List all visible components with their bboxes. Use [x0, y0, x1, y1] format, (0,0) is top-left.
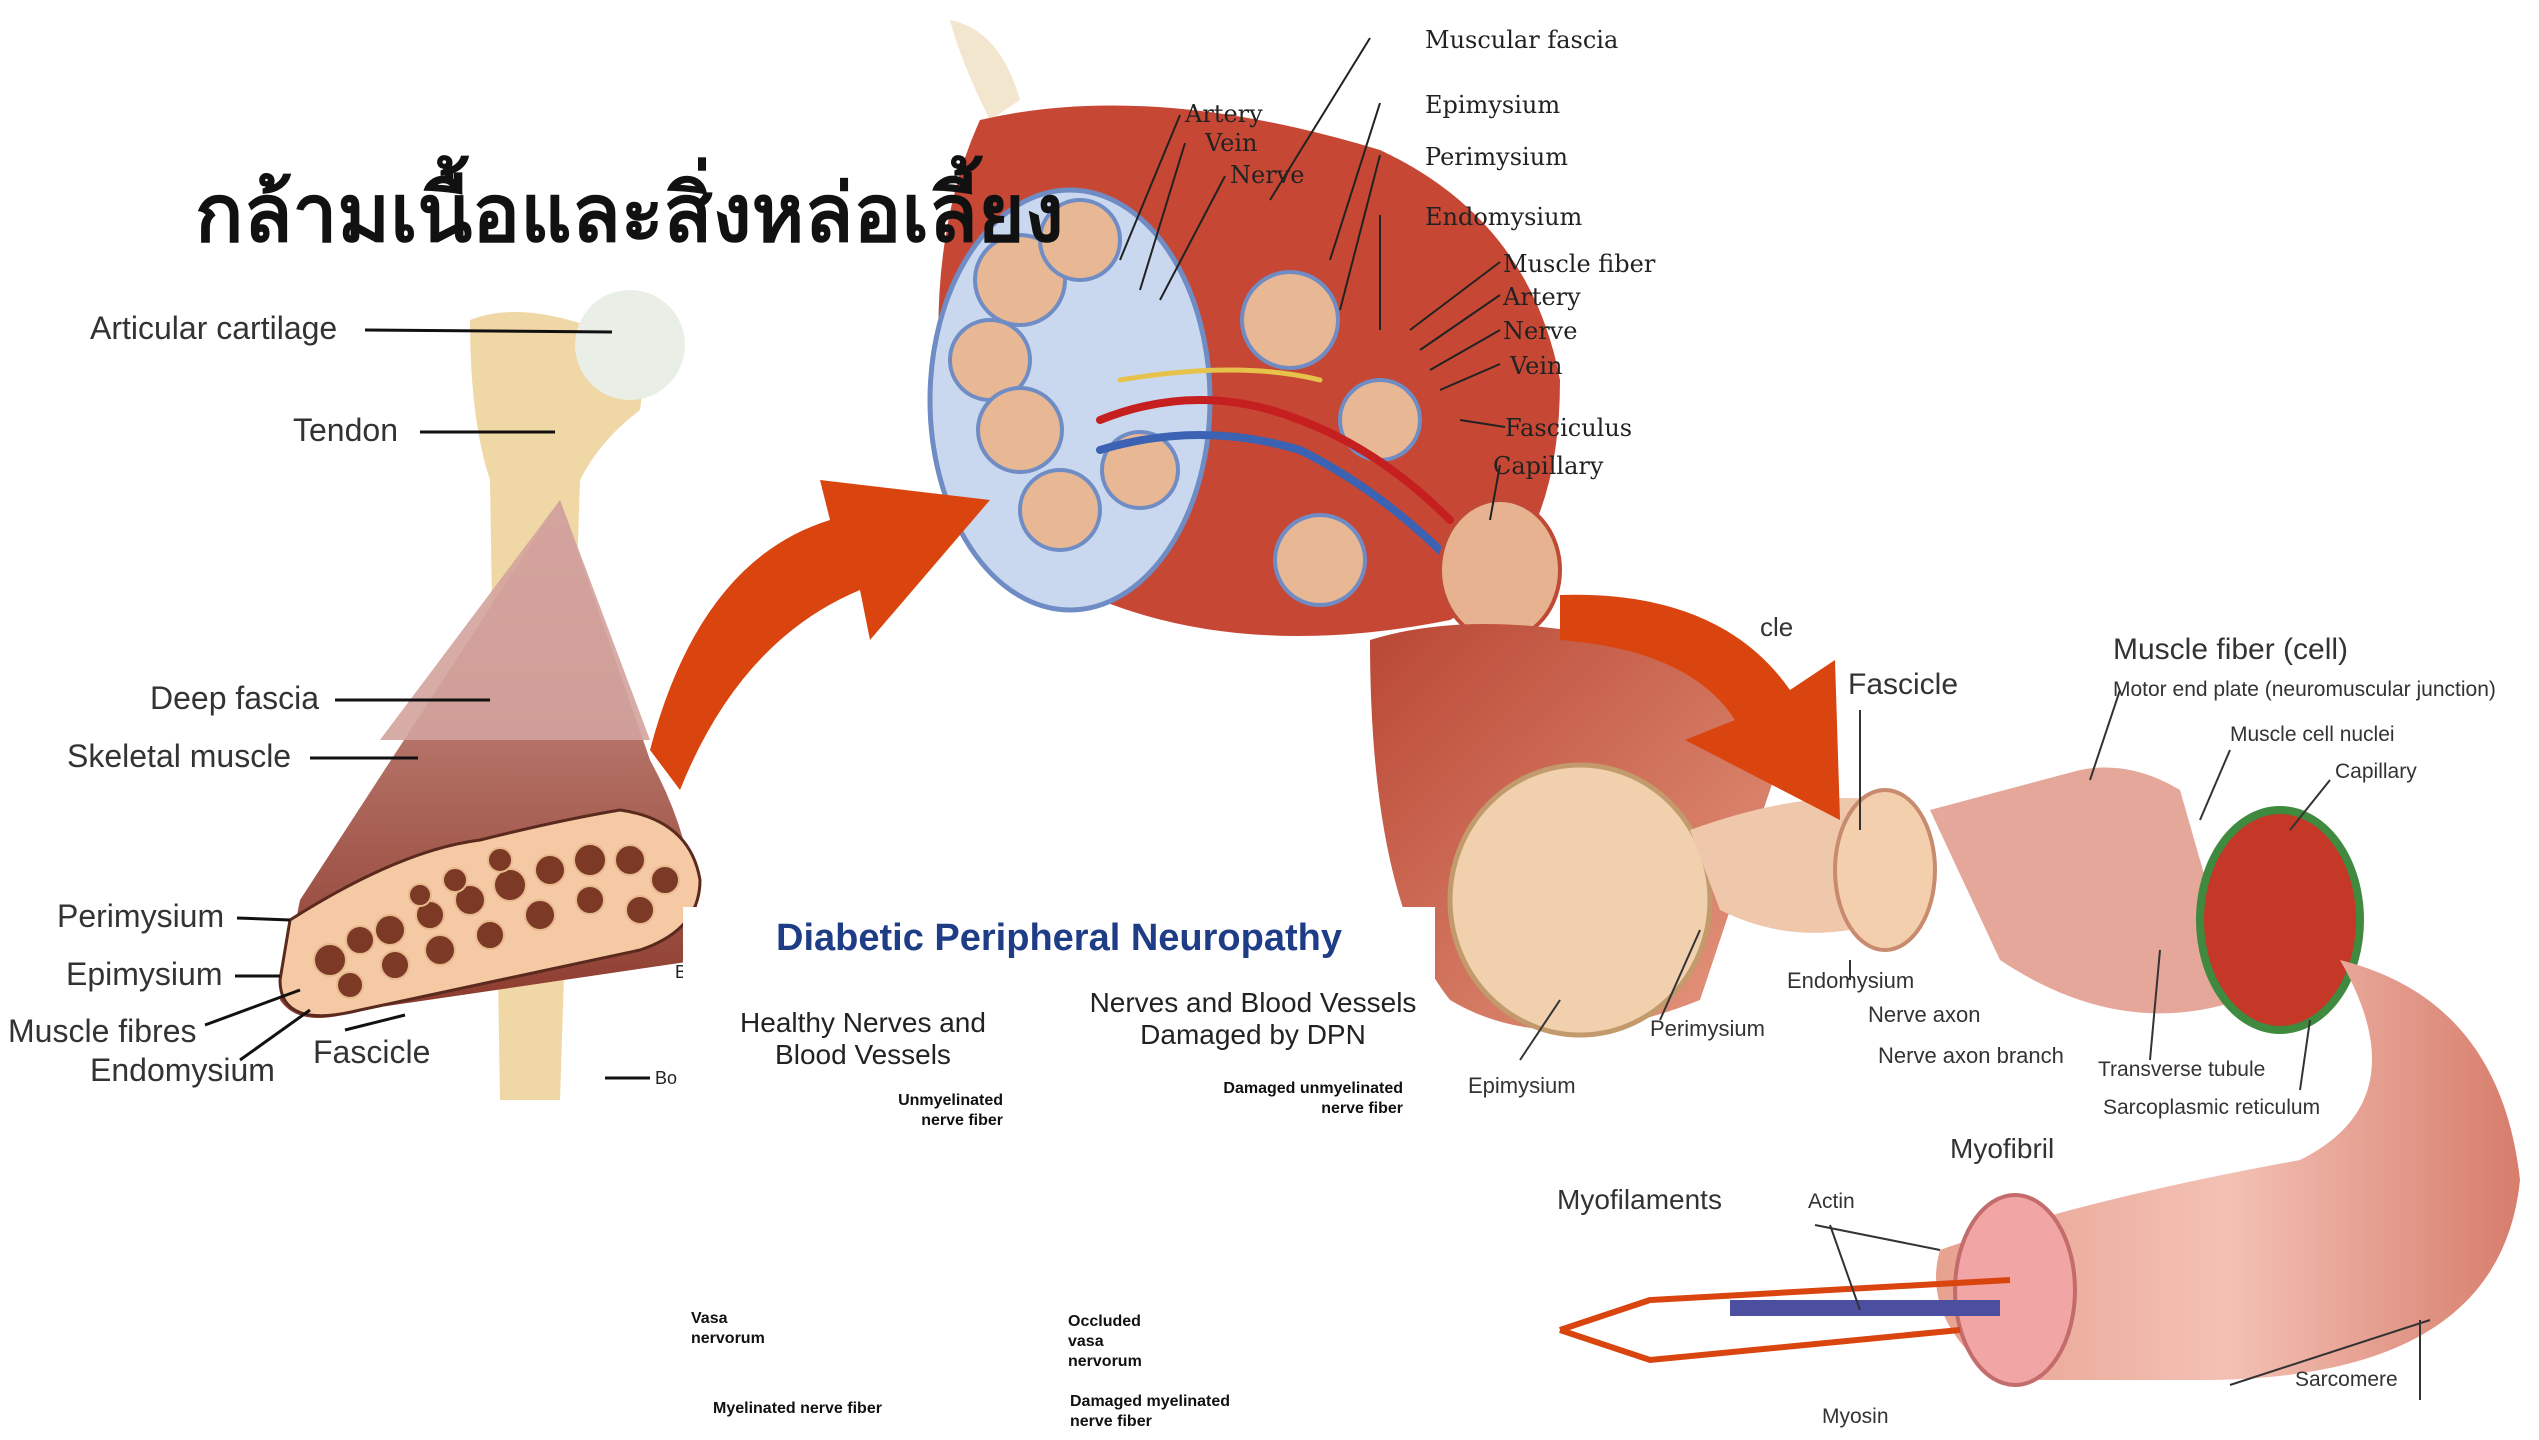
- label-fascicle-right: Fascicle: [1848, 668, 1958, 702]
- label-myofilaments: Myofilaments: [1557, 1184, 1722, 1216]
- label-endomysium-center: Endomysium: [1425, 203, 1582, 231]
- label-deep-fascia: Deep fascia: [150, 680, 319, 717]
- label-cle-cut: cle: [1760, 612, 1793, 643]
- dpn-label-vasa-nervorum: Vasa nervorum: [691, 1309, 771, 1349]
- label-epimysium-center: Epimysium: [1425, 91, 1560, 119]
- label-capillary-right: Capillary: [2335, 760, 2417, 784]
- label-muscular-fascia: Muscular fascia: [1425, 26, 1618, 54]
- label-endomysium: Endomysium: [90, 1052, 275, 1089]
- label-perimysium-right: Perimysium: [1650, 1016, 1765, 1042]
- muscle-fiber-end: [2200, 810, 2360, 1030]
- label-endomysium-right: Endomysium: [1787, 968, 1914, 994]
- fascicle-end: [1835, 790, 1935, 950]
- dpn-damaged-heading: Nerves and Blood Vessels Damaged by DPN: [1063, 987, 1443, 1051]
- dpn-title: Diabetic Peripheral Neuropathy: [683, 917, 1435, 960]
- label-nerve-axon: Nerve axon: [1868, 1002, 1981, 1028]
- label-myosin: Myosin: [1822, 1405, 1889, 1429]
- label-skeletal-muscle: Skeletal muscle: [67, 738, 291, 775]
- label-epimysium: Epimysium: [66, 956, 222, 993]
- label-sarcomere: Sarcomere: [2295, 1368, 2398, 1392]
- label-nerve-top: Nerve: [1230, 161, 1304, 189]
- muscle-fiber-cell: [1930, 768, 2240, 1014]
- label-fasciculus: Fasciculus: [1505, 414, 1632, 442]
- dpn-panel: Diabetic Peripheral Neuropathy Healthy N…: [683, 907, 1435, 1440]
- label-tendon: Tendon: [293, 412, 398, 449]
- label-articular-cartilage: Articular cartilage: [90, 310, 337, 347]
- label-muscle-fibres: Muscle fibres: [8, 1013, 197, 1050]
- label-actin: Actin: [1808, 1190, 1855, 1214]
- label-fascicle: Fascicle: [313, 1034, 430, 1071]
- page-title: กล้ามเนื้อและสิ่งหล่อเลี้ยง: [195, 150, 1064, 277]
- label-artery-center: Artery: [1503, 283, 1581, 311]
- label-perimysium: Perimysium: [57, 898, 224, 935]
- label-muscle-cell-nuclei: Muscle cell nuclei: [2230, 723, 2395, 747]
- label-vein-top: Vein: [1205, 129, 1257, 157]
- dpn-label-damaged-unmyelinated: Damaged unmyelinated nerve fiber: [1213, 1079, 1403, 1119]
- dpn-healthy-heading: Healthy Nerves and Blood Vessels: [703, 1007, 1023, 1071]
- dpn-label-myelinated: Myelinated nerve fiber: [713, 1399, 882, 1419]
- label-myofibril: Myofibril: [1950, 1133, 2054, 1165]
- dpn-label-occluded-vasa: Occluded vasa nervorum: [1068, 1312, 1148, 1372]
- dpn-label-damaged-myelinated: Damaged myelinated nerve fiber: [1070, 1392, 1260, 1432]
- label-epimysium-right: Epimysium: [1468, 1073, 1576, 1099]
- arrow-left-to-center: [650, 480, 990, 790]
- label-bo-cut: Bo: [655, 1068, 677, 1089]
- label-nerve-center: Nerve: [1503, 317, 1577, 345]
- label-artery-top: Artery: [1185, 100, 1263, 128]
- label-muscle-fiber-center: Muscle fiber: [1503, 250, 1655, 278]
- dpn-label-unmyelinated: Unmyelinated nerve fiber: [873, 1091, 1003, 1131]
- label-sarcoplasmic-reticulum: Sarcoplasmic reticulum: [2103, 1096, 2320, 1120]
- myosin-rod: [1730, 1300, 2000, 1316]
- label-muscle-fiber-cell: Muscle fiber (cell): [2113, 633, 2348, 667]
- label-vein-center: Vein: [1510, 352, 1562, 380]
- label-perimysium-center: Perimysium: [1425, 143, 1568, 171]
- label-transverse-tubule: Transverse tubule: [2098, 1058, 2265, 1082]
- label-motor-end-plate: Motor end plate (neuromuscular junction): [2113, 678, 2496, 702]
- fiber-end: [1440, 500, 1560, 640]
- label-nerve-axon-branch: Nerve axon branch: [1878, 1043, 2064, 1069]
- tendon-top: [950, 20, 1020, 120]
- label-capillary-center: Capillary: [1493, 452, 1603, 480]
- articular-cartilage-shape: [575, 290, 685, 400]
- myofibril-end: [1955, 1195, 2075, 1385]
